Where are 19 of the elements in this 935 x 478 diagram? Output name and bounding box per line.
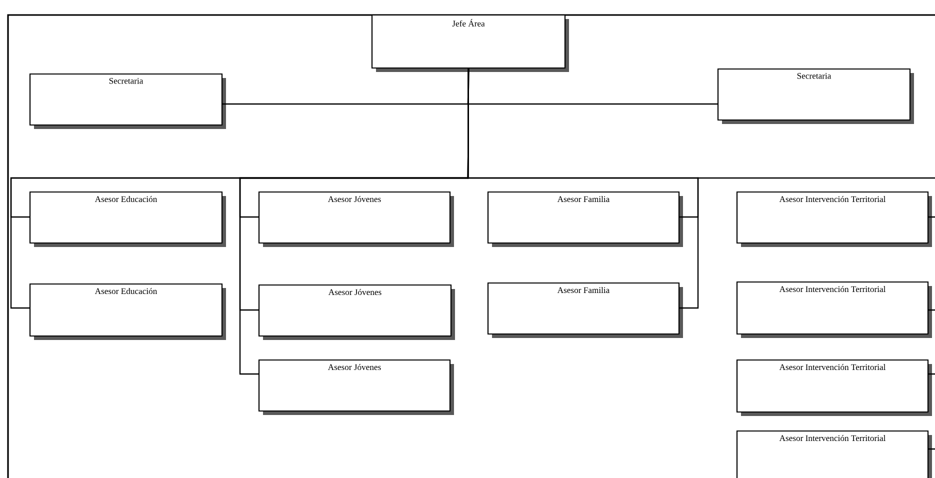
connector-line xyxy=(928,309,935,311)
org-box: Asesor Jóvenes xyxy=(258,284,455,340)
org-box: Asesor Educación xyxy=(29,283,226,340)
org-box: Jefe Área xyxy=(371,14,569,72)
connector-line xyxy=(467,68,699,309)
org-box: Asesor Familia xyxy=(487,191,683,247)
org-box: Asesor Intervención Territorial xyxy=(736,359,932,416)
org-box: Secretaria xyxy=(29,73,226,129)
connector-line xyxy=(928,448,935,450)
org-box: Asesor Familia xyxy=(487,282,683,338)
org-box: Asesor Jóvenes xyxy=(258,359,454,415)
org-box: Asesor Intervención Territorial xyxy=(736,191,932,247)
connector-line xyxy=(928,373,935,375)
org-box: Asesor Intervención Territorial xyxy=(736,430,932,478)
org-box: Asesor Jóvenes xyxy=(258,191,454,247)
org-box: Asesor Intervención Territorial xyxy=(736,281,932,338)
connector-line xyxy=(928,216,935,218)
org-box: Secretaria xyxy=(717,68,914,124)
org-box: Asesor Educación xyxy=(29,191,226,247)
